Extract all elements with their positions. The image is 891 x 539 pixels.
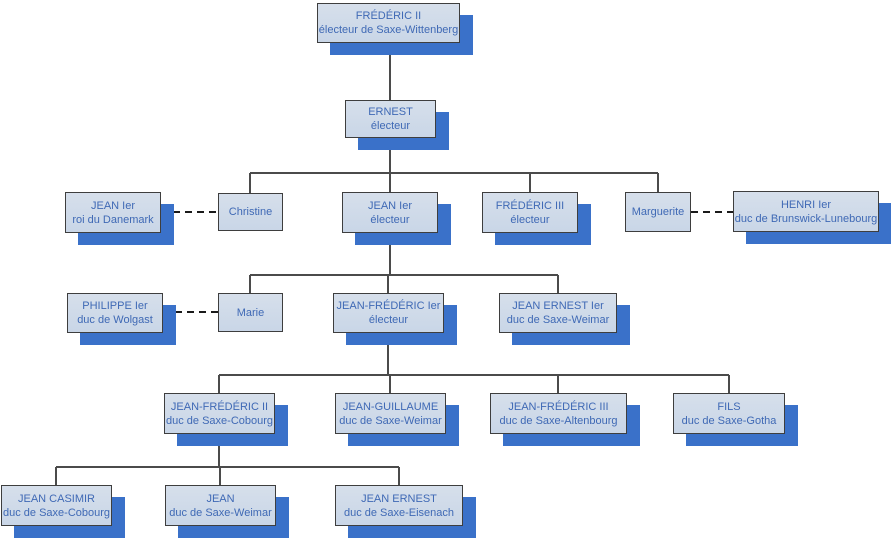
- node-jean-ernest-ier[interactable]: JEAN ERNEST Ier duc de Saxe-Weimar: [499, 293, 630, 345]
- node-face: ERNEST électeur: [345, 100, 436, 138]
- node-title: électeur: [510, 213, 550, 226]
- node-jean-ier-danemark[interactable]: JEAN Ier roi du Danemark: [65, 192, 174, 245]
- node-jean-ier-electeur[interactable]: JEAN Ier électeur: [342, 192, 451, 245]
- node-face: JEAN-GUILLAUME duc de Saxe-Weimar: [335, 393, 446, 434]
- node-name: JEAN ERNEST: [361, 492, 437, 505]
- node-name: JEAN-FRÉDÉRIC II: [170, 400, 269, 413]
- node-name: JEAN Ier: [90, 199, 135, 212]
- descent-connectors: [55, 43, 730, 485]
- node-title: électeur: [368, 314, 409, 326]
- node-face: PHILIPPE Ier duc de Wolgast: [67, 293, 163, 333]
- node-name: Marguerite: [631, 206, 685, 218]
- node-name: FRÉDÉRIC III: [495, 199, 565, 212]
- node-name: PHILIPPE Ier: [82, 300, 148, 312]
- node-name: FILS: [717, 400, 741, 413]
- node-title: duc de Saxe-Weimar: [506, 314, 610, 326]
- node-name: JEAN CASIMIR: [17, 492, 95, 505]
- node-face: JEAN-FRÉDÉRIC Ier électeur: [333, 293, 444, 333]
- node-face: JEAN-FRÉDÉRIC II duc de Saxe-Cobourg: [164, 393, 275, 434]
- node-title: duc de Saxe-Gotha: [681, 414, 777, 427]
- node-fils[interactable]: FILS duc de Saxe-Gotha: [673, 393, 798, 446]
- node-face: FILS duc de Saxe-Gotha: [673, 393, 785, 434]
- node-title: duc de Brunswick-Lunebourg: [734, 212, 878, 225]
- marriage-dashed-connectors: [161, 211, 733, 313]
- node-name: FRÉDÉRIC II: [355, 10, 422, 22]
- node-name: JEAN Ier: [367, 199, 412, 212]
- node-face: JEAN duc de Saxe-Weimar: [165, 485, 276, 526]
- node-jean-guillaume[interactable]: JEAN-GUILLAUME duc de Saxe-Weimar: [335, 393, 459, 446]
- node-name: JEAN-FRÉDÉRIC III: [508, 400, 609, 413]
- node-name: Christine: [228, 206, 273, 218]
- node-title: duc de Wolgast: [77, 314, 153, 326]
- node-title: duc de Saxe-Altenbourg: [499, 414, 618, 427]
- node-jean-frederic-ii[interactable]: JEAN-FRÉDÉRIC II duc de Saxe-Cobourg: [164, 393, 288, 446]
- node-title: duc de Saxe-Cobourg: [3, 506, 111, 519]
- node-henri-ier[interactable]: HENRI Ier duc de Brunswick-Lunebourg: [733, 191, 891, 244]
- node-name: JEAN ERNEST Ier: [512, 300, 604, 312]
- node-title: roi du Danemark: [72, 213, 154, 226]
- node-title: duc de Saxe-Eisenach: [343, 506, 455, 519]
- node-title: duc de Saxe-Weimar: [339, 414, 442, 427]
- node-title: duc de Saxe-Cobourg: [166, 414, 274, 427]
- node-jean-frederic-ier[interactable]: JEAN-FRÉDÉRIC Ier électeur: [333, 293, 457, 345]
- node-face: FRÉDÉRIC II électeur de Saxe-Wittenberg: [317, 3, 460, 43]
- node-face: Marie: [218, 293, 283, 332]
- node-face: JEAN CASIMIR duc de Saxe-Cobourg: [1, 485, 112, 526]
- node-face: FRÉDÉRIC III électeur: [482, 192, 578, 233]
- node-face: JEAN-FRÉDÉRIC III duc de Saxe-Altenbourg: [490, 393, 627, 434]
- node-face: Marguerite: [625, 192, 691, 232]
- node-name: JEAN: [206, 492, 235, 505]
- node-name: ERNEST: [368, 106, 413, 118]
- node-name: HENRI Ier: [780, 198, 832, 211]
- node-frederic-iii[interactable]: FRÉDÉRIC III électeur: [482, 192, 591, 245]
- node-christine[interactable]: Christine: [218, 193, 283, 231]
- node-title: électeur: [370, 213, 410, 226]
- node-jean-frederic-iii[interactable]: JEAN-FRÉDÉRIC III duc de Saxe-Altenbourg: [490, 393, 640, 446]
- node-title: électeur: [370, 120, 411, 132]
- node-jean-casimir[interactable]: JEAN CASIMIR duc de Saxe-Cobourg: [1, 485, 125, 538]
- node-face: HENRI Ier duc de Brunswick-Lunebourg: [733, 191, 879, 232]
- node-name: JEAN-FRÉDÉRIC Ier: [336, 300, 441, 312]
- node-frederic-ii[interactable]: FRÉDÉRIC II électeur de Saxe-Wittenberg: [317, 3, 473, 55]
- node-jean-ernest[interactable]: JEAN ERNEST duc de Saxe-Eisenach: [335, 485, 476, 538]
- node-marguerite[interactable]: Marguerite: [625, 192, 691, 232]
- node-title: électeur de Saxe-Wittenberg: [318, 24, 459, 36]
- node-face: JEAN ERNEST Ier duc de Saxe-Weimar: [499, 293, 617, 333]
- node-name: JEAN-GUILLAUME: [342, 400, 439, 413]
- node-face: JEAN Ier roi du Danemark: [65, 192, 161, 233]
- node-ernest[interactable]: ERNEST électeur: [345, 100, 449, 150]
- node-marie[interactable]: Marie: [218, 293, 283, 332]
- node-name: Marie: [236, 306, 265, 319]
- node-face: Christine: [218, 193, 283, 231]
- node-philippe-ier[interactable]: PHILIPPE Ier duc de Wolgast: [67, 293, 176, 345]
- node-title: duc de Saxe-Weimar: [169, 506, 272, 519]
- node-jean[interactable]: JEAN duc de Saxe-Weimar: [165, 485, 289, 538]
- node-face: JEAN ERNEST duc de Saxe-Eisenach: [335, 485, 463, 526]
- node-face: JEAN Ier électeur: [342, 192, 438, 233]
